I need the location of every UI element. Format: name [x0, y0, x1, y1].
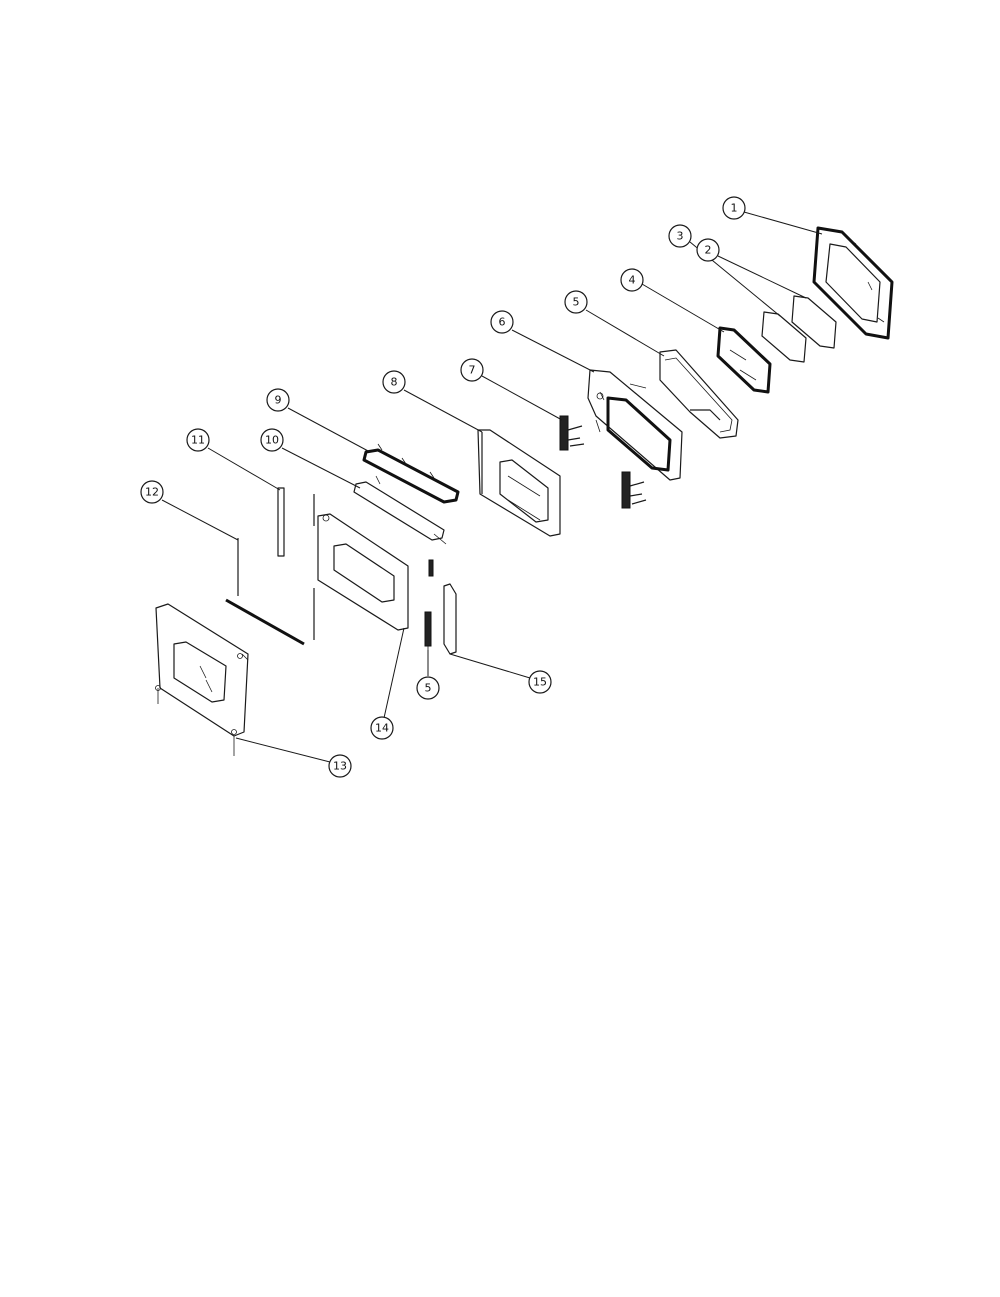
callout-5-bottom-label: 5: [425, 682, 432, 695]
part-14-outer-door: [313, 494, 409, 640]
callout-2-label: 2: [705, 244, 712, 257]
callout-15-label: 15: [533, 676, 547, 689]
part-1-door-frame: [812, 226, 894, 340]
callout-9-label: 9: [275, 394, 282, 407]
callout-5-bottom: 5: [416, 676, 440, 700]
callout-2: 2: [696, 238, 720, 262]
callout-11: 11: [186, 428, 210, 452]
part-7-hinge: [559, 415, 585, 451]
callout-5-top: 5: [564, 290, 588, 314]
callout-10-label: 10: [265, 434, 279, 447]
callout-3-label: 3: [677, 230, 684, 243]
part-6-inner-door-panel: [587, 369, 683, 481]
part-3-glass-pane: [761, 311, 807, 363]
lower-hinge: [621, 471, 647, 509]
part-13-front-glass-panel: [155, 603, 249, 756]
callout-8-label: 8: [391, 376, 398, 389]
callout-13: 13: [328, 754, 352, 778]
callout-12-label: 12: [145, 486, 159, 499]
part-10-support-bar: [353, 475, 447, 545]
callout-9: 9: [266, 388, 290, 412]
callout-4-label: 4: [629, 274, 636, 287]
callout-1-label: 1: [731, 202, 738, 215]
callout-15: 15: [528, 670, 552, 694]
callout-5-top-label: 5: [573, 296, 580, 309]
callout-13-label: 13: [333, 760, 347, 773]
callout-6: 6: [490, 310, 514, 334]
part-12-bottom-trim: [225, 538, 305, 646]
part-8-door-liner: [477, 429, 561, 537]
callout-10: 10: [260, 428, 284, 452]
callout-14: 14: [370, 716, 394, 740]
callout-4: 4: [620, 268, 644, 292]
part-4-window-glass: [716, 326, 772, 394]
callout-12: 12: [140, 480, 164, 504]
callout-8: 8: [382, 370, 406, 394]
callout-1: 1: [722, 196, 746, 220]
part-5-lower-strip: [424, 559, 434, 672]
part-5-gasket: [659, 349, 739, 439]
callout-7: 7: [460, 358, 484, 382]
callout-3: 3: [668, 224, 692, 248]
leader-lines: [161, 211, 823, 763]
part-2-glass-pane: [791, 295, 837, 349]
callout-6-label: 6: [499, 316, 506, 329]
callout-11-label: 11: [191, 434, 205, 447]
part-9-vent-trim: [362, 443, 460, 504]
part-11-side-trim: [277, 487, 285, 557]
callout-7-label: 7: [469, 364, 476, 377]
part-15-side-strip: [443, 583, 457, 655]
callout-14-label: 14: [375, 722, 389, 735]
